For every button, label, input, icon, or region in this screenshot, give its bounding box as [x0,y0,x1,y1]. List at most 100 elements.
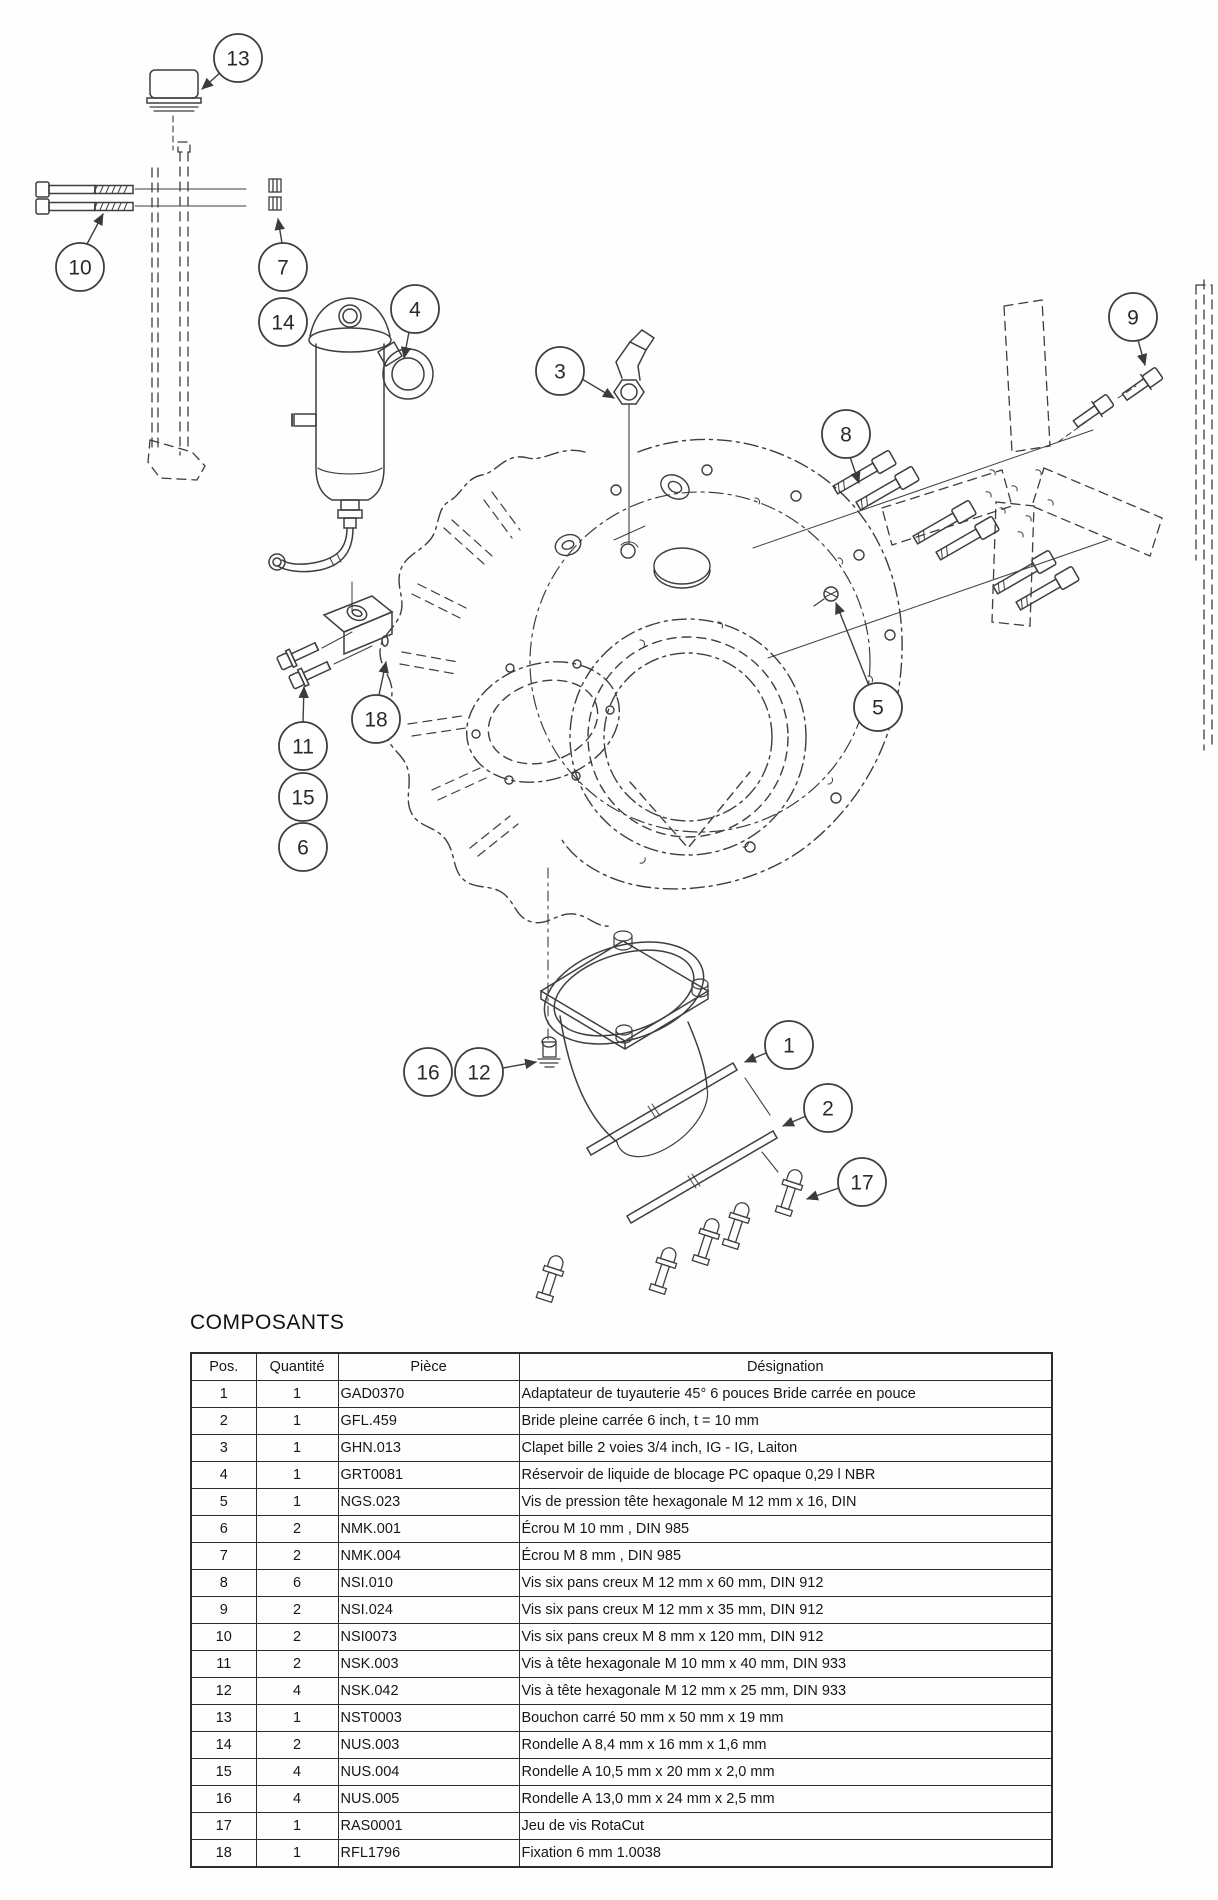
balloon-7-number: 7 [277,257,289,280]
cell-qty: 6 [255,1569,339,1597]
cell-designation: Rondelle A 13,0 mm x 24 mm x 2,5 mm [518,1785,1053,1813]
cell-qty: 2 [255,1542,339,1570]
balloon-5-number: 5 [872,697,884,720]
cell-piece: NUS.003 [337,1731,520,1759]
cell-qty: 2 [255,1515,339,1543]
balloon-8-circle [821,409,871,459]
channel-bracket-part [147,141,206,481]
cell-piece: NSI0073 [337,1623,520,1651]
balloon-4-circle [390,284,440,334]
cell-designation: Adaptateur de tuyauterie 45° 6 pouces Br… [518,1380,1053,1408]
balloon-14-number: 14 [271,312,295,335]
cell-qty: 2 [255,1650,339,1678]
flange-corner-bosses [613,930,709,1044]
cell-designation: Écrou M 8 mm , DIN 985 [518,1542,1053,1570]
housing-detail-hooks [639,497,874,864]
cell-piece: GRT0081 [337,1461,520,1489]
cell-designation: Rondelle A 10,5 mm x 20 mm x 2,0 mm [518,1758,1053,1786]
balloon-9-circle [1108,292,1158,342]
cell-piece: NMK.004 [337,1542,520,1570]
cell-qty: 1 [255,1461,339,1489]
balloon-5-circle [853,682,903,732]
cell-piece: GAD0370 [337,1380,520,1408]
cell-qty: 1 [255,1812,339,1840]
cell-pos: 16 [190,1785,257,1813]
col-header-pos: Pos. [190,1352,257,1381]
cell-piece: NUS.004 [337,1758,520,1786]
cell-designation: Écrou M 10 mm , DIN 985 [518,1515,1053,1543]
balloon-16-circle [403,1047,453,1097]
small-screws-part [1057,367,1164,443]
set-screw-part [813,586,839,607]
cell-qty: 4 [255,1785,339,1813]
cell-designation: Bouchon carré 50 mm x 50 mm x 19 mm [518,1704,1053,1732]
reservoir-part [268,297,434,613]
housing-rib-slots [399,491,521,857]
balloon-18-circle [351,694,401,744]
balloon-12-circle [454,1047,504,1097]
cell-pos: 18 [190,1839,257,1868]
cell-qty: 1 [255,1704,339,1732]
balloon-15-number: 15 [291,787,314,810]
cell-pos: 10 [190,1623,257,1651]
cell-pos: 9 [190,1596,257,1624]
cell-piece: NSI.010 [337,1569,520,1597]
balloon-12-number: 12 [467,1062,490,1085]
cell-pos: 14 [190,1731,257,1759]
cell-piece: NMK.001 [337,1515,520,1543]
balloon-17-number: 17 [850,1172,873,1195]
cell-pos: 4 [190,1461,257,1489]
cell-qty: 1 [255,1434,339,1462]
balloon-6-number: 6 [297,837,309,860]
cell-qty: 2 [255,1596,339,1624]
balloon-6-circle [278,822,328,872]
cell-pos: 1 [190,1380,257,1408]
balloon-14-circle [258,297,308,347]
balloon-13-number: 13 [226,48,249,71]
parts-table-header-row: Pos. Quantité Pièce Désignation [190,1352,1053,1381]
cell-designation: Rondelle A 8,4 mm x 16 mm x 1,6 mm [518,1731,1053,1759]
balloon-8-number: 8 [840,424,852,447]
cell-pos: 5 [190,1488,257,1516]
balloon-10-circle [55,242,105,292]
cell-qty: 1 [255,1380,339,1408]
cell-piece: NST0003 [337,1704,520,1732]
pipe-adapter-part [539,930,710,1158]
balloon-10-number: 10 [68,257,91,280]
cell-designation: Clapet bille 2 voies 3/4 inch, IG - IG, … [518,1434,1053,1462]
cell-qty: 2 [255,1731,339,1759]
balloon-4-number: 4 [409,299,421,322]
cross-detail-hooks [985,469,1054,538]
cell-designation: Vis six pans creux M 8 mm x 120 mm, DIN … [518,1623,1053,1651]
cell-designation: Vis de pression tête hexagonale M 12 mm … [518,1488,1053,1516]
cell-piece: NGS.023 [337,1488,520,1516]
balloon-3-circle [535,346,585,396]
balloon-2-circle [803,1083,853,1133]
balloon-18-number: 18 [364,709,387,732]
cell-designation: Jeu de vis RotaCut [518,1812,1053,1840]
ball-valve-part [613,329,656,544]
cell-pos: 6 [190,1515,257,1543]
balloon-11-circle [278,721,328,771]
cell-qty: 1 [255,1407,339,1435]
cross-manifold-part [881,279,1213,751]
cell-qty: 2 [255,1623,339,1651]
mounting-bracket-part [321,595,394,665]
